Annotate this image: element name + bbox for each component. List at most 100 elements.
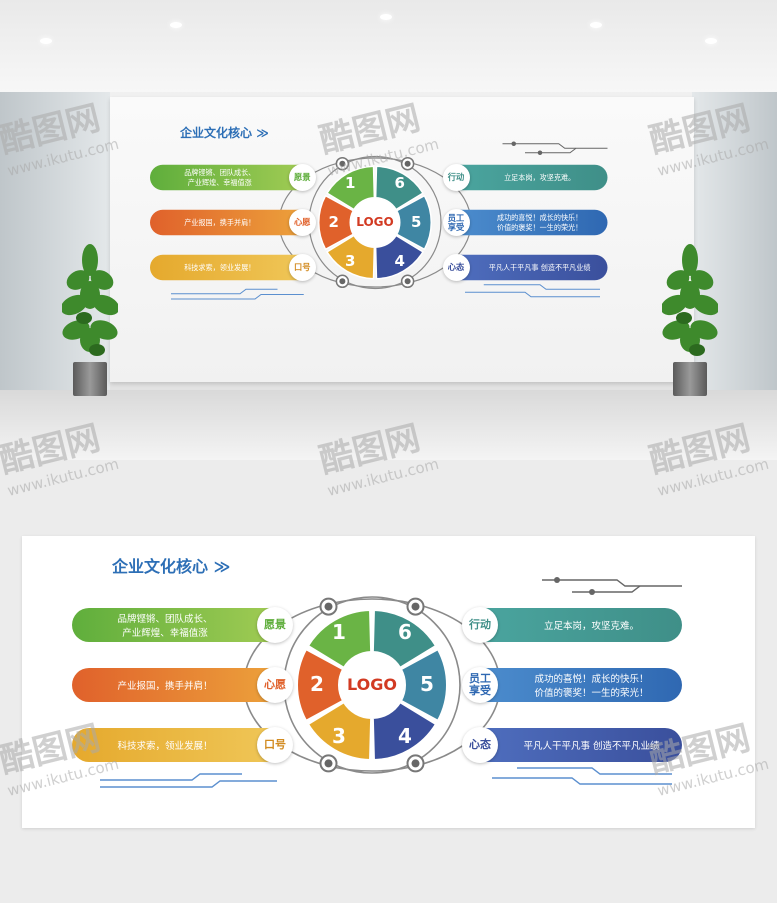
- left-badge: 心愿: [257, 667, 293, 703]
- wheel-segment-number: 6: [398, 620, 412, 644]
- badge-line: 员工: [469, 672, 491, 686]
- right-pill-text: 成功的喜悦！成长的快乐！ 价值的褒奖！一生的荣光！: [504, 668, 679, 702]
- logo-text: LOGO: [356, 215, 394, 229]
- left-pill-text: 产业报国，携手并肩！: [80, 668, 250, 702]
- wheel-segment-number: 4: [398, 724, 412, 748]
- ceiling-light: [170, 22, 182, 28]
- pill-line: 产业辉煌、幸福值涨: [187, 177, 252, 187]
- wheel-segment-number: 5: [411, 212, 422, 231]
- ceiling: [0, 0, 777, 92]
- ceiling-light: [590, 22, 602, 28]
- floor: [0, 390, 777, 460]
- left-pill-text: 科技求索，领业发展！: [156, 255, 284, 281]
- mural-graphics: [150, 141, 608, 300]
- wheel-segment: [318, 194, 355, 251]
- left-pill-bg: [150, 254, 312, 281]
- wheel-segment: [374, 165, 424, 211]
- right-pill-bg: [467, 608, 682, 642]
- left-pill-text: 品牌铿锵、团队成长、产业辉煌、幸福值涨: [156, 165, 284, 191]
- wheel-segment: [296, 647, 345, 723]
- badge-line: 享受: [447, 221, 465, 232]
- wheel-segment: [326, 165, 376, 211]
- wheel-segment: [306, 608, 373, 670]
- wheel-segment-number: 4: [394, 251, 405, 270]
- left-pill-bg: [72, 608, 287, 642]
- wheel-segment-number: 2: [328, 212, 339, 231]
- pill-line: 品牌铿锵、团队成长、: [117, 614, 213, 625]
- plant-right: [660, 240, 720, 400]
- pill-line: 平凡人干平凡事 创造不平凡业绩: [488, 262, 591, 272]
- mural-graphics: [72, 577, 682, 788]
- left-pill-text: 科技求索，领业发展！: [80, 728, 250, 762]
- title-arrows-icon: ≫: [213, 557, 231, 576]
- right-pill-text: 平凡人干平凡事 创造不平凡业绩: [504, 728, 679, 762]
- wheel-segment: [371, 608, 438, 670]
- plant-pot: [673, 362, 707, 396]
- pill-line: 成功的喜悦！成长的快乐！: [534, 674, 649, 685]
- left-pill-bg: [72, 668, 287, 702]
- right-badge: 心态: [462, 727, 498, 763]
- pill-line: 产业报国，携手并肩！: [184, 217, 256, 227]
- left-badge: 愿景: [288, 164, 316, 191]
- badge-line: 享受: [469, 684, 491, 697]
- ceiling-light: [40, 38, 52, 44]
- right-pill-bg: [467, 728, 682, 762]
- pill-line: 科技求索，领业发展！: [117, 741, 213, 752]
- logo-text: LOGO: [347, 675, 397, 694]
- right-pill-bg: [467, 668, 682, 702]
- wheel-segment: [306, 700, 373, 762]
- wheel-segment-number: 1: [332, 620, 346, 644]
- right-badge: 员工享受: [462, 667, 498, 703]
- plant-pot: [73, 362, 107, 396]
- wheel-segment-number: 1: [345, 173, 356, 192]
- wheel-segment-number: 5: [420, 672, 434, 696]
- left-badge: 心愿: [288, 209, 316, 236]
- left-pill-bg: [150, 164, 312, 191]
- left-pill-text: 品牌铿锵、团队成长、产业辉煌、幸福值涨: [80, 608, 250, 642]
- pill-line: 产业辉煌、幸福值涨: [122, 628, 208, 639]
- wheel-segment-number: 6: [394, 173, 405, 192]
- right-badge: 员工享受: [442, 209, 470, 236]
- right-badge: 行动: [442, 164, 470, 191]
- right-badge: 行动: [462, 607, 498, 643]
- pill-line: 立足本岗，攻坚克难。: [543, 621, 639, 632]
- pill-line: 价值的褒奖！一生的荣光！: [496, 222, 583, 232]
- pill-line: 平凡人干平凡事 创造不平凡业绩: [523, 741, 660, 752]
- left-pill-bg: [150, 209, 312, 236]
- right-pill-text: 成功的喜悦！成长的快乐！价值的褒奖！一生的荣光！: [474, 210, 605, 236]
- pill-line: 品牌铿锵、团队成长、: [184, 167, 256, 177]
- mural-title: 企业文化核心 ≫: [112, 557, 231, 576]
- left-badge: 愿景: [257, 607, 293, 643]
- left-badge: 口号: [288, 254, 316, 281]
- right-pill-text: 立足本岗，攻坚克难。: [504, 608, 679, 642]
- wheel-segment: [371, 700, 438, 762]
- pill-line: 产业报国，携手并肩！: [117, 681, 213, 692]
- wheel-segment: [395, 194, 432, 251]
- wheel-segment-number: 2: [310, 672, 324, 696]
- plant-left: [60, 240, 120, 400]
- pill-line: 立足本岗，攻坚克难。: [504, 172, 576, 182]
- wheel-segment-number: 3: [345, 251, 356, 270]
- wheel-segment: [399, 647, 448, 723]
- pill-line: 价值的褒奖！一生的荣光！: [534, 688, 649, 699]
- right-badge: 心态: [442, 254, 470, 281]
- left-badge: 口号: [257, 727, 293, 763]
- right-pill-bg: [446, 164, 608, 191]
- mural-title: 企业文化核心 ≫: [180, 125, 269, 140]
- badge-line: 员工: [447, 212, 465, 223]
- right-pill-bg: [446, 209, 608, 236]
- wheel-segment: [326, 234, 376, 280]
- ceiling-light: [380, 14, 392, 20]
- wheel-segment-number: 3: [332, 724, 346, 748]
- right-pill-bg: [446, 254, 608, 281]
- right-pill-text: 立足本岗，攻坚克难。: [474, 165, 605, 191]
- left-pill-text: 产业报国，携手并肩！: [156, 210, 284, 236]
- wheel-segment: [374, 234, 424, 280]
- ceiling-light: [705, 38, 717, 44]
- pill-line: 成功的喜悦！成长的快乐！: [496, 212, 583, 222]
- pill-line: 科技求索，领业发展！: [184, 262, 256, 272]
- left-pill-bg: [72, 728, 287, 762]
